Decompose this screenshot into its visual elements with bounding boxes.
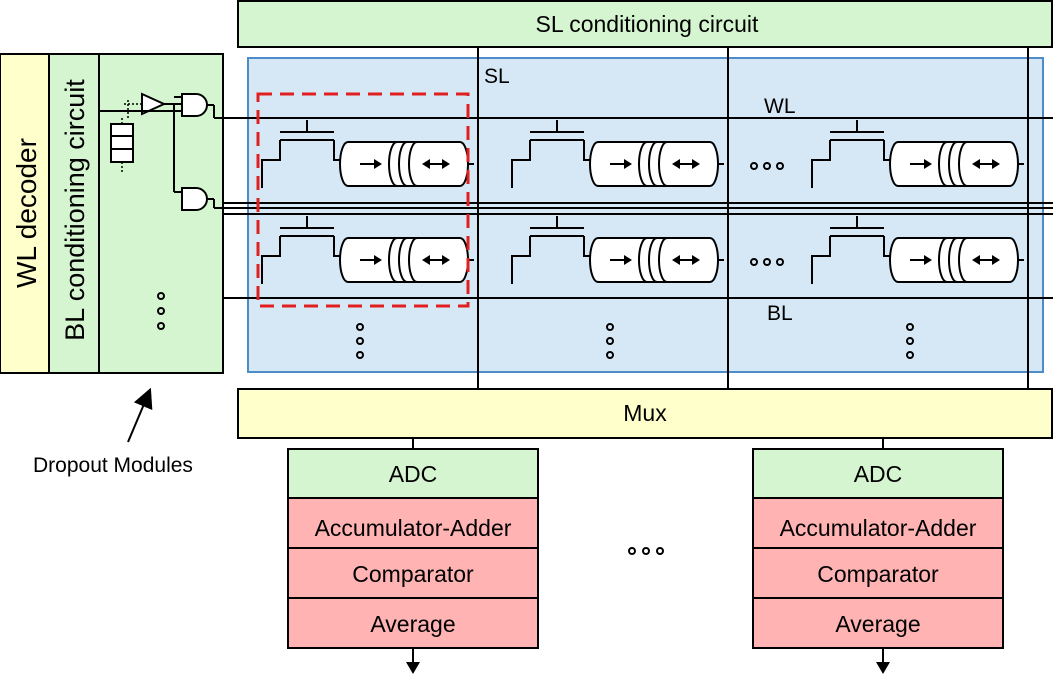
- adc-label: ADC: [389, 461, 438, 487]
- sl-conditioning-label: SL conditioning circuit: [536, 11, 759, 37]
- adc-block: [287, 448, 539, 499]
- wl-decoder-block: WL decoder: [0, 53, 50, 374]
- comparator-block: [287, 547, 539, 599]
- wl-label: WL: [764, 95, 796, 118]
- bl-conditioning-label: BL conditioning circuit: [60, 79, 90, 341]
- source-lines: [477, 47, 1029, 388]
- accumulator-label: Accumulator-Adder: [780, 515, 977, 541]
- wl-decoder-label: WL decoder: [11, 138, 42, 288]
- dropout-modules-block: [98, 53, 224, 374]
- adc-label: ADC: [854, 461, 903, 487]
- average-label: Average: [370, 611, 455, 637]
- highlight-dashed-box: [256, 92, 470, 308]
- comparator-block: [752, 547, 1004, 599]
- sl-label: SL: [484, 65, 510, 88]
- mux-block: Mux: [237, 388, 1053, 439]
- bl-conditioning-block: BL conditioning circuit: [48, 53, 100, 374]
- ellipsis-icon: [628, 547, 664, 555]
- readout-column: ADC Accumulator-Adder Comparator Average: [287, 448, 539, 674]
- comparator-label: Comparator: [817, 561, 939, 587]
- average-label: Average: [835, 611, 920, 637]
- adc-block: [752, 448, 1004, 499]
- average-block: [287, 597, 539, 649]
- accumulator-label: Accumulator-Adder: [315, 515, 512, 541]
- accumulator-block: [752, 497, 1004, 549]
- pointer-arrow-icon: [127, 387, 153, 443]
- comparator-label: Comparator: [352, 561, 474, 587]
- average-block: [752, 597, 1004, 649]
- output-arrow-icon: [876, 662, 890, 674]
- readout-column: ADC Accumulator-Adder Comparator Average: [752, 448, 1004, 674]
- mux-label: Mux: [623, 400, 667, 426]
- vertical-ellipsis-icon: [356, 323, 914, 359]
- output-arrow-icon: [406, 662, 420, 674]
- bl-label: BL: [767, 302, 793, 325]
- ellipsis-icon: [750, 162, 784, 266]
- dropout-modules-label: Dropout Modules: [33, 454, 193, 477]
- sl-conditioning-block: SL conditioning circuit: [237, 0, 1053, 48]
